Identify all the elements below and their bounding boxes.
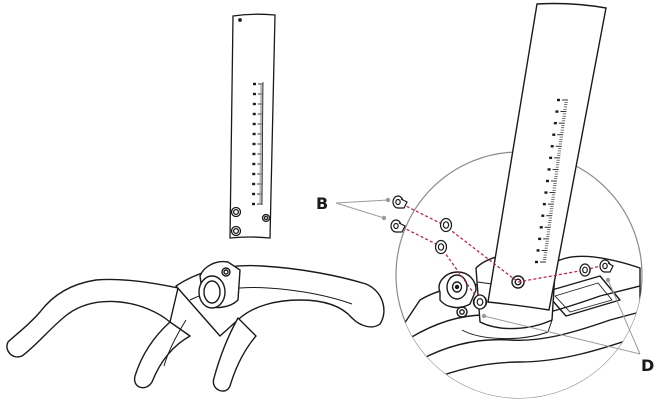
scale-mark <box>252 202 255 206</box>
scale-mark <box>535 260 538 264</box>
detail-zoom <box>395 2 643 399</box>
scale-mark <box>252 132 256 136</box>
scale-mark <box>252 192 256 196</box>
callout-dot <box>381 215 387 221</box>
scale-mark <box>252 172 256 176</box>
handlebar-post-detached <box>229 13 276 239</box>
height-scale-right <box>535 98 568 264</box>
scale-mark <box>252 142 256 146</box>
callout-dot <box>481 313 487 319</box>
scale-mark <box>552 133 556 136</box>
scale-mark <box>252 182 256 186</box>
bolt-icon <box>392 195 408 209</box>
scale-mark <box>557 98 560 102</box>
callout-dot <box>605 277 611 283</box>
scale-mark <box>547 168 551 171</box>
handlebar <box>6 264 385 392</box>
scale-mark <box>546 179 549 183</box>
scale-mark <box>542 202 546 206</box>
callout-dot <box>385 197 391 203</box>
handlebar-clamp <box>198 260 241 309</box>
scale-mark <box>253 82 256 86</box>
callout-leaders <box>335 199 641 355</box>
bolt-icon <box>390 219 406 233</box>
scale-mark <box>553 121 557 125</box>
scale-mark <box>541 214 545 217</box>
callout-label-d: D <box>641 356 654 375</box>
height-scale-left <box>252 82 263 206</box>
scale-mark <box>539 226 543 229</box>
scale-mark <box>555 110 559 113</box>
scale-mark <box>550 145 554 148</box>
scale-mark <box>252 92 256 96</box>
scale-mark <box>252 122 256 126</box>
bolt-icon <box>599 259 614 273</box>
scale-mark <box>252 112 256 116</box>
scale-mark <box>544 191 548 194</box>
scale-mark <box>252 162 256 166</box>
washer-icon <box>579 263 591 277</box>
washer-icon <box>439 217 453 233</box>
scale-mark <box>549 156 553 160</box>
callout-label-b: B <box>316 194 328 213</box>
scale-mark <box>538 237 542 241</box>
scale-mark <box>252 102 256 106</box>
washer-icon <box>473 294 487 310</box>
washer-icon <box>434 239 448 255</box>
scale-mark <box>536 249 540 252</box>
scale-mark <box>252 152 256 156</box>
